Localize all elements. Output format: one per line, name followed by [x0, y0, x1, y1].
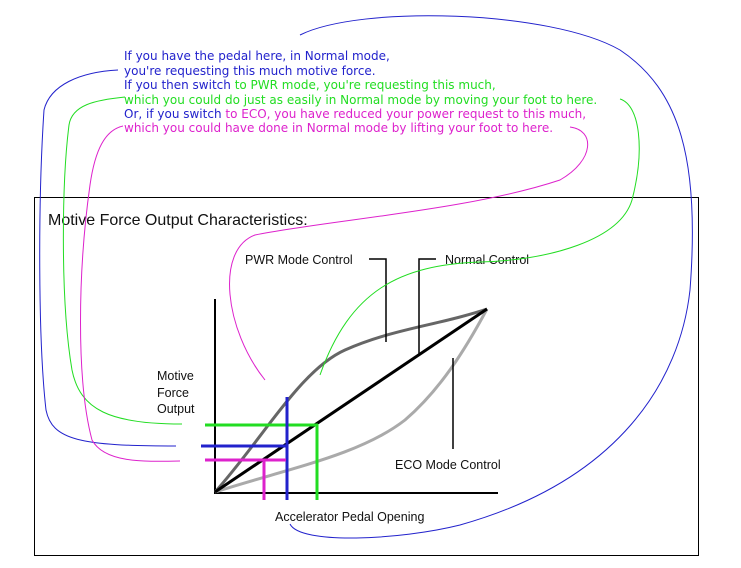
annotation-line-5-pre: Or, if you switch	[124, 107, 225, 121]
y-axis-label-2: Force	[157, 386, 189, 400]
y-axis-label-1: Motive	[157, 369, 194, 383]
annotation-line-3: If you then switch to PWR mode, you're r…	[124, 78, 496, 92]
annotation-line-3-post: to PWR mode, you're requesting this much…	[235, 78, 496, 92]
magenta-connectors	[80, 125, 588, 462]
eco-label: ECO Mode Control	[395, 458, 501, 472]
chart-frame	[34, 197, 699, 556]
normal-leader	[418, 258, 436, 355]
pwr-curve	[213, 307, 488, 494]
annotation-line-1: If you have the pedal here, in Normal mo…	[124, 49, 390, 63]
blue-connectors	[39, 15, 693, 539]
eco-curve	[214, 308, 489, 494]
normal-label: Normal Control	[445, 253, 529, 267]
eco-markers	[205, 458, 286, 500]
y-axis-label-3: Output	[157, 402, 195, 416]
annotation-line-3-pre: If you then switch	[124, 78, 235, 92]
pwr-label: PWR Mode Control	[245, 253, 353, 267]
green-connectors	[62, 96, 640, 425]
annotation-line-5: Or, if you switch to ECO, you have reduc…	[124, 107, 586, 121]
annotation-line-5-post: to ECO, you have reduced your power requ…	[225, 107, 586, 121]
annotation-line-4: which you could do just as easily in Nor…	[124, 93, 597, 107]
annotation-line-6: which you could have done in Normal mode…	[124, 121, 553, 135]
pwr-leader	[369, 258, 387, 342]
chart-title: Motive Force Output Characteristics:	[48, 212, 308, 229]
annotation-line-2: you're requesting this much motive force…	[124, 64, 376, 78]
pwr-markers	[205, 423, 319, 500]
normal-markers	[201, 397, 289, 500]
x-axis-label: Accelerator Pedal Opening	[275, 510, 424, 524]
